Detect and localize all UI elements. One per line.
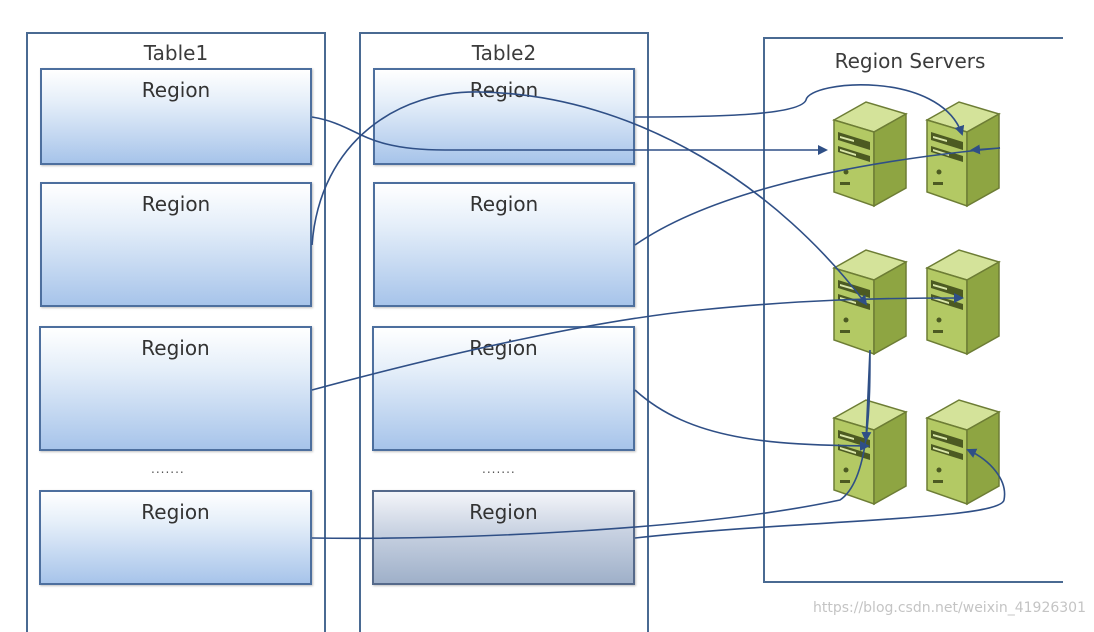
table1-region-3: Region [39,326,312,451]
region-label: Region [141,336,210,360]
region-servers-title: Region Servers [834,49,986,73]
arrow [634,389,870,451]
table2-region-3: Region [372,326,635,451]
region-label: Region [469,78,539,102]
table1-title: Table1 [143,41,209,65]
arrow [311,293,964,391]
watermark-url: https://blog.csdn.net/weixin_41926301 [812,600,1086,616]
region-label: Region [141,78,211,102]
arrow [634,448,1006,539]
region-label: Region [469,500,538,524]
table1-region-2: Region [40,182,312,307]
table2-region-2: Region [373,182,635,307]
arrow [311,116,828,155]
region-label: Region [141,500,210,524]
table1-region-4: Region [39,490,312,585]
table2-title: Table2 [471,41,537,65]
table1-region-1: Region [40,68,312,165]
arrow [634,144,1001,246]
region-label: Region [141,192,211,216]
table2-ellipsis: ....... [482,462,516,476]
arrow [311,349,872,540]
region-label: Region [469,192,539,216]
region-servers-panel: Region Servers [763,37,1063,583]
arrow [311,91,868,306]
arrow [634,84,965,136]
table1-ellipsis: ....... [151,462,185,476]
